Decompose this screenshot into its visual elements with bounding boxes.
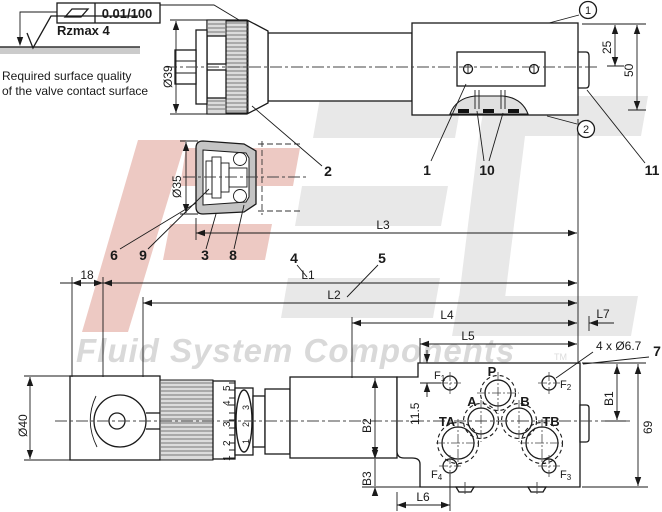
- item-labels: 1 10 11 2 6 9 3 8 4 5 7: [110, 162, 661, 359]
- balloon-2-label: 2: [583, 124, 589, 136]
- balloon-1: [578, 0, 598, 20]
- dim-b1-label: B1: [602, 391, 616, 406]
- balloon-1-label: 1: [585, 5, 591, 17]
- terminal-pad: [508, 109, 519, 113]
- leader-lines: [119, 14, 650, 379]
- dim-18-label: 18: [80, 268, 94, 282]
- item-1-label: 1: [423, 162, 431, 178]
- scale-number-1: 1: [222, 455, 233, 461]
- bottom-lug: [526, 486, 548, 493]
- dim-dia40-label: Ø40: [16, 414, 30, 437]
- bottom-lug: [454, 486, 476, 493]
- item-2-label: 2: [324, 163, 332, 179]
- dim-l2-label: L2: [327, 288, 341, 302]
- item-5-label: 5: [378, 250, 386, 266]
- watermark-logo: [82, 96, 648, 336]
- scale-number-5: 5: [222, 385, 233, 391]
- flatness-frame: [56, 2, 161, 24]
- watermark-tm: TM: [554, 352, 567, 362]
- item-9-label: 9: [139, 247, 147, 263]
- knurled-ring: [159, 379, 214, 461]
- balloon-2: [576, 119, 596, 139]
- fixing-f1-label: F1: [434, 370, 446, 383]
- dim-50-label: 50: [622, 63, 636, 77]
- fixing-f2-label: F2: [560, 379, 572, 392]
- side-tab: [577, 51, 590, 89]
- flatness-value: 0.01/100: [102, 6, 153, 21]
- terminal-pad: [458, 109, 469, 113]
- item-6-label: 6: [110, 247, 118, 263]
- dim-25-label: 25: [600, 40, 614, 54]
- window-number-2: 2: [241, 422, 251, 427]
- dimension-labels: Ø39 25 50 Ø35 Ø40 18 L1 L2 L3 L4 L5 L7 L…: [16, 40, 655, 504]
- dim-dia35-label: Ø35: [170, 175, 184, 198]
- centerlines: [55, 66, 630, 422]
- valve-tube-front: [289, 376, 398, 459]
- item-11-label: 11: [645, 162, 660, 178]
- port-a-label: A: [467, 394, 477, 409]
- dim-dia39-label: Ø39: [161, 65, 175, 88]
- balloons: 1 2: [576, 0, 598, 139]
- dimension-lines: [24, 19, 648, 511]
- roughness-value: Rzmax 4: [57, 23, 111, 38]
- front-view: 5 4 3 2 1 3 2 1: [69, 375, 398, 461]
- block-side-tab: [579, 404, 590, 443]
- dim-l3-label: L3: [376, 218, 390, 232]
- dim-holes-label: 4 x Ø6.7: [596, 339, 642, 353]
- dim-l7-label: L7: [596, 307, 610, 321]
- terminal-pad: [483, 109, 494, 113]
- port-b-label: B: [520, 394, 529, 409]
- item-3-label: 3: [201, 247, 209, 263]
- dim-b3-label: B3: [360, 471, 374, 486]
- dim-l5-label: L5: [461, 329, 475, 343]
- fixing-f3-label: F3: [560, 469, 572, 482]
- item-8-label: 8: [229, 247, 237, 263]
- item-10-label: 10: [479, 162, 495, 178]
- spring-washer-top: [233, 152, 247, 166]
- roughness-icon: [26, 15, 138, 50]
- port-p-label: P: [488, 364, 497, 379]
- port-ta-label: TA: [439, 414, 456, 429]
- dim-l6-label: L6: [416, 490, 430, 504]
- window-number-1: 1: [241, 439, 251, 444]
- scale-number-2: 2: [222, 440, 233, 446]
- side-view: [174, 19, 590, 116]
- surface-note-line1: Required surface quality: [2, 69, 131, 83]
- spring-washer-bottom: [233, 189, 247, 203]
- scale-number-3: 3: [222, 421, 233, 427]
- dim-b2-label: B2: [360, 418, 374, 433]
- window-number-3: 3: [241, 405, 251, 410]
- item-4-label: 4: [290, 250, 298, 266]
- port-tb-label: TB: [542, 414, 559, 429]
- knob-step: [252, 395, 266, 448]
- dim-11-5-label: 11.5: [408, 402, 422, 425]
- scale-number-4: 4: [222, 400, 233, 406]
- surface-quality-note: 0.01/100 Rzmax 4 Required surface qualit…: [0, 2, 240, 98]
- contact-surface-bar: [0, 47, 140, 54]
- surface-note-line2: of the valve contact surface: [2, 84, 148, 98]
- name-plate: [456, 51, 546, 87]
- fixing-f4-label: F4: [431, 469, 443, 482]
- dim-l1-label: L1: [301, 268, 315, 282]
- dim-l4-label: L4: [440, 308, 454, 322]
- item-7-label: 7: [653, 343, 661, 359]
- port-labels: P A B TA TB F1 F2 F3 F4: [431, 364, 572, 482]
- flatness-icon: [63, 8, 90, 18]
- cap-section-view: [195, 140, 302, 215]
- dim-69-label: 69: [641, 420, 655, 434]
